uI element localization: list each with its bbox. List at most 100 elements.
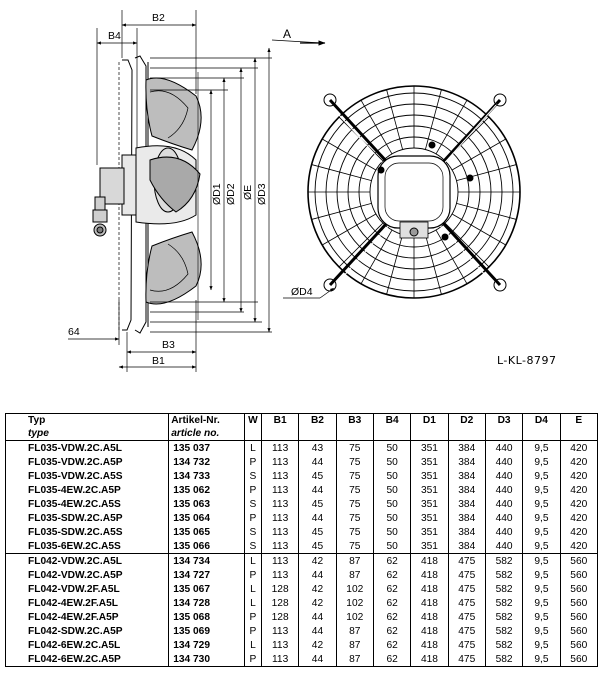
table-cell: 44 <box>298 610 337 624</box>
cell-article: 135 063 <box>168 497 245 511</box>
table-cell: 128 <box>260 582 300 596</box>
cell-type: FL035-SDW.2C.A5S <box>4 525 170 539</box>
table-cell: 560 <box>559 553 599 568</box>
table-cell: 75 <box>335 469 374 483</box>
table-cell: 418 <box>410 596 449 610</box>
table-cell: 113 <box>260 624 300 638</box>
table-cell: 9,5 <box>522 582 561 596</box>
table-cell: 9,5 <box>522 525 561 539</box>
table-cell: 62 <box>372 582 412 596</box>
table-cell: 420 <box>559 483 599 497</box>
table-cell: 384 <box>447 525 486 539</box>
table-cell: 420 <box>559 525 599 539</box>
cell-type: FL035-6EW.2C.A5S <box>4 539 170 554</box>
table-cell: L <box>243 596 262 610</box>
cell-type: FL042-4EW.2F.A5P <box>4 610 170 624</box>
table-cell: 440 <box>484 455 524 469</box>
table-cell: 420 <box>559 539 599 554</box>
table-cell: L <box>243 638 262 652</box>
table-cell: 75 <box>335 497 374 511</box>
table-cell: 351 <box>410 469 449 483</box>
d3-label: ØD3 <box>256 183 268 205</box>
table-cell: 582 <box>484 610 524 624</box>
table-cell: 351 <box>410 455 449 469</box>
table-cell: 113 <box>260 511 300 525</box>
table-cell: P <box>243 610 262 624</box>
table-cell: 475 <box>447 553 486 568</box>
table-cell: 440 <box>484 511 524 525</box>
cell-article: 135 064 <box>168 511 245 525</box>
table-cell: 9,5 <box>522 652 561 667</box>
table-cell: 351 <box>410 525 449 539</box>
table-cell: 440 <box>484 469 524 483</box>
cell-article: 135 037 <box>168 440 245 455</box>
table-cell: 44 <box>298 568 337 582</box>
table-cell: 440 <box>484 440 524 455</box>
table-cell: 43 <box>298 440 337 455</box>
table-cell: 9,5 <box>522 596 561 610</box>
table-cell: 582 <box>484 553 524 568</box>
header-w: W <box>243 413 262 441</box>
cell-article: 135 068 <box>168 610 245 624</box>
table-cell: 420 <box>559 469 599 483</box>
table-cell: 418 <box>410 582 449 596</box>
cell-article: 135 069 <box>168 624 245 638</box>
cell-type: FL035-4EW.2C.A5P <box>4 483 170 497</box>
offset-label: 64 <box>68 326 80 338</box>
table-cell: 418 <box>410 553 449 568</box>
cell-type: FL042-SDW.2C.A5P <box>4 624 170 638</box>
table-cell: 9,5 <box>522 483 561 497</box>
header-e: E <box>559 413 599 441</box>
table-cell: 560 <box>559 596 599 610</box>
table-cell: 351 <box>410 440 449 455</box>
table-cell: 102 <box>335 582 374 596</box>
table-cell: 440 <box>484 483 524 497</box>
drawing-labels: B2 B4 64 B3 B1 ØD1 ØD2 ØE ØD3 ØD4 A <box>68 12 313 367</box>
table-cell: 62 <box>372 610 412 624</box>
cell-article: 134 733 <box>168 469 245 483</box>
table-cell: 113 <box>260 539 300 554</box>
table-cell: 9,5 <box>522 511 561 525</box>
front-view <box>307 85 521 299</box>
table-cell: 475 <box>447 568 486 582</box>
cell-type: FL042-VDW.2C.A5L <box>4 553 170 568</box>
table-cell: 45 <box>298 525 337 539</box>
table-cell: 50 <box>372 483 412 497</box>
table-cell: 75 <box>335 440 374 455</box>
header-article: Artikel-Nr. article no. <box>168 413 245 441</box>
cell-type: FL042-VDW.2C.A5P <box>4 568 170 582</box>
table-cell: 42 <box>298 553 337 568</box>
table-cell: 44 <box>298 652 337 667</box>
table-cell: 42 <box>298 596 337 610</box>
table-cell: 420 <box>559 440 599 455</box>
table-cell: 9,5 <box>522 610 561 624</box>
table-cell: 384 <box>447 440 486 455</box>
cell-type: FL035-SDW.2C.A5P <box>4 511 170 525</box>
table-cell: 384 <box>447 483 486 497</box>
table-cell: 102 <box>335 610 374 624</box>
table-cell: 87 <box>335 553 374 568</box>
table-cell: 62 <box>372 638 412 652</box>
table-cell: 582 <box>484 638 524 652</box>
table-cell: 560 <box>559 638 599 652</box>
table-cell: 420 <box>559 497 599 511</box>
table-cell: 44 <box>298 483 337 497</box>
table-cell: 62 <box>372 553 412 568</box>
table-cell: 50 <box>372 469 412 483</box>
table-cell: P <box>243 568 262 582</box>
side-dimensions <box>68 10 335 372</box>
table-cell: 113 <box>260 440 300 455</box>
table-cell: 75 <box>335 539 374 554</box>
table-cell: 50 <box>372 511 412 525</box>
d4-label: ØD4 <box>291 286 313 298</box>
table-cell: S <box>243 469 262 483</box>
table-cell: L <box>243 553 262 568</box>
table-cell: 45 <box>298 497 337 511</box>
